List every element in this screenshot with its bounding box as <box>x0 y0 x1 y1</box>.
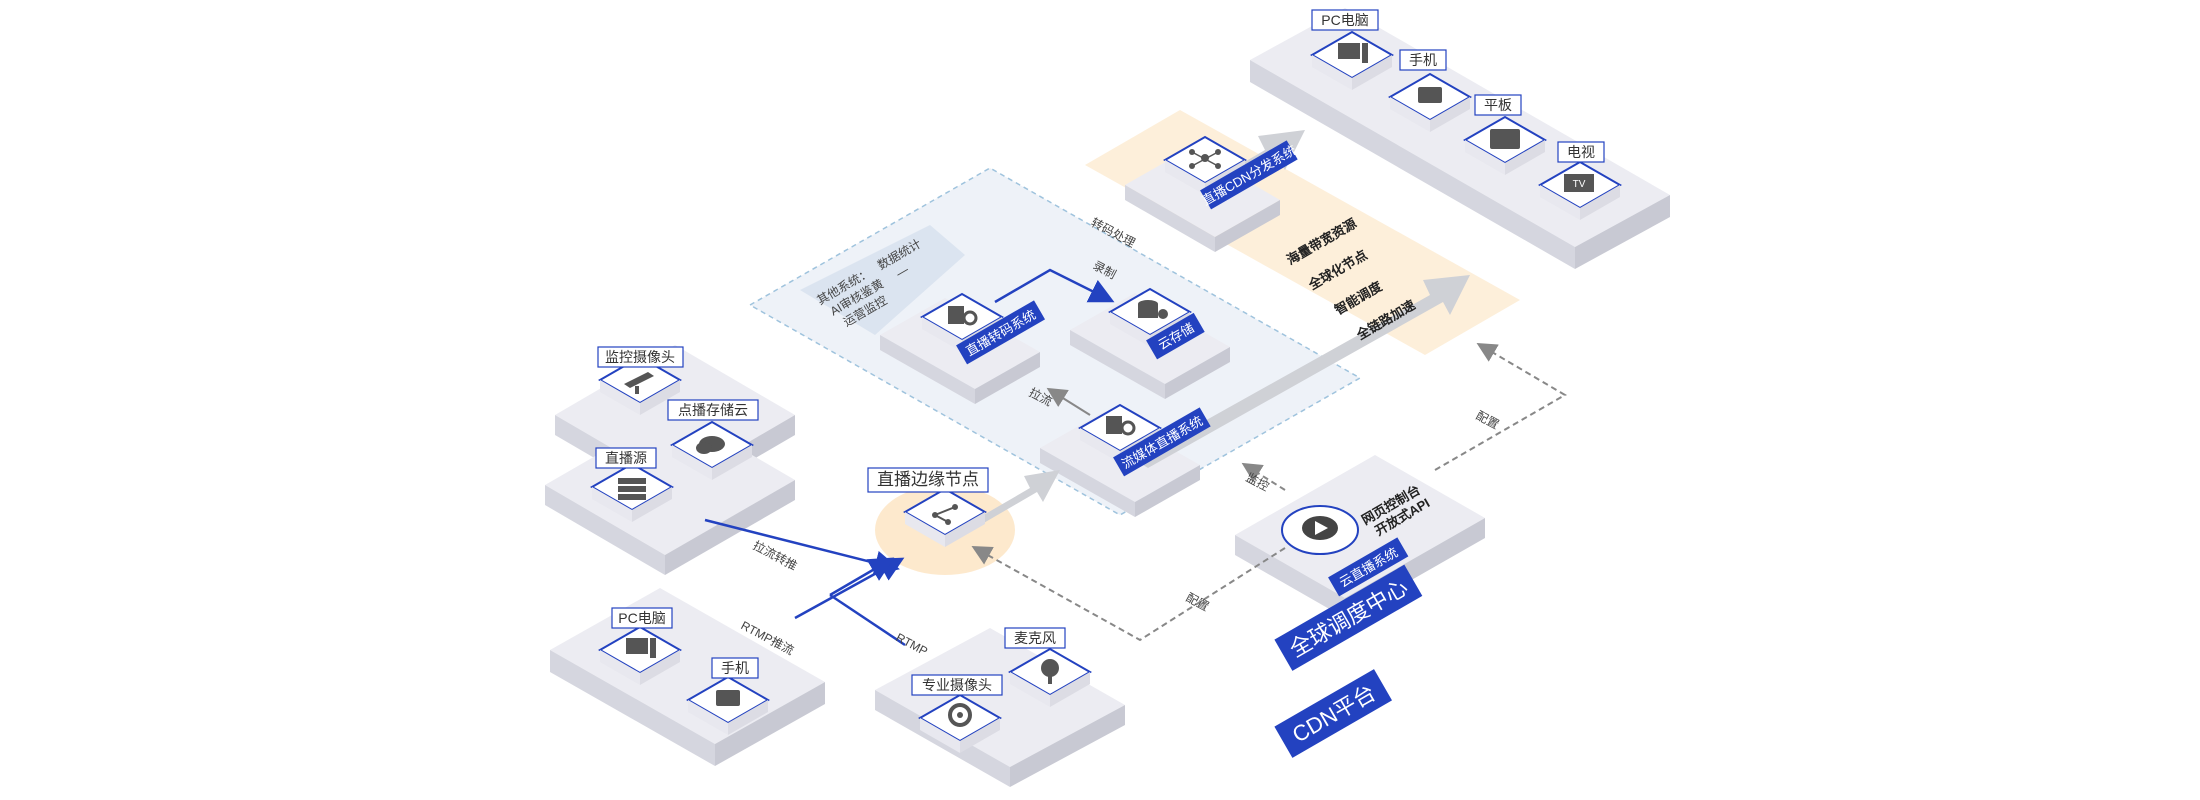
webcam-icon <box>948 703 972 727</box>
desktop-icon <box>626 638 656 658</box>
phone-icon <box>1418 87 1442 103</box>
pro-camera-node[interactable] <box>917 693 1003 753</box>
client-pc-label: PC电脑 <box>1321 12 1368 28</box>
client-tv-label: 电视 <box>1567 144 1595 160</box>
edge-node[interactable] <box>902 487 988 547</box>
cdn-dist-node[interactable] <box>1162 135 1248 195</box>
client-pc-node[interactable] <box>1309 30 1395 90</box>
other-systems-cloud <box>800 225 965 335</box>
camera-icon <box>624 372 654 394</box>
connectors <box>704 268 1567 647</box>
label-boxes: 监控摄像头 点播存储云 直播源 PC电脑 手机 麦克风 专业摄像头 直播边缘节点… <box>595 9 1605 696</box>
monitor-label: 监控 <box>1244 470 1272 494</box>
edge-node-label: 直播边缘节点 <box>877 470 979 489</box>
client-tv-node[interactable]: TV <box>1537 160 1623 220</box>
phone-icon <box>716 690 740 706</box>
play-cloud-icon <box>1302 516 1338 540</box>
database-gear-icon <box>948 306 978 326</box>
monitor-camera-label: 监控摄像头 <box>605 349 675 365</box>
cloud-live-node[interactable] <box>1281 505 1359 555</box>
client-phone-label: 手机 <box>1409 52 1437 68</box>
network-icon <box>1189 149 1221 169</box>
cloud-storage-node[interactable] <box>1107 287 1193 347</box>
client-tablet-node[interactable] <box>1462 115 1548 175</box>
microphone-node[interactable] <box>1007 647 1093 707</box>
live-source-node[interactable] <box>589 462 675 522</box>
config-label-2: 配置 <box>1474 408 1502 432</box>
cloud-icon <box>696 436 725 454</box>
share-icon <box>932 504 958 525</box>
pc-label: PC电脑 <box>618 610 665 626</box>
rtmp-label: RTMP <box>894 630 930 658</box>
tv-icon: TV <box>1564 174 1594 192</box>
client-phone-node[interactable] <box>1387 72 1473 132</box>
tablet-icon <box>1490 129 1520 149</box>
pro-camera-label: 专业摄像头 <box>922 677 992 693</box>
microphone-label: 麦克风 <box>1014 630 1056 646</box>
vod-storage-label: 点播存储云 <box>678 402 748 418</box>
device-platform-left <box>550 588 825 766</box>
phone-label: 手机 <box>721 660 749 676</box>
monitor-camera-node[interactable] <box>597 355 683 415</box>
live-source-label: 直播源 <box>605 450 647 466</box>
database-gear-icon <box>1106 416 1136 436</box>
microphone-icon <box>1041 659 1059 684</box>
desktop-icon <box>1338 43 1368 63</box>
phone-node[interactable] <box>685 675 771 735</box>
server-icon <box>618 478 646 500</box>
pc-node[interactable] <box>597 625 683 685</box>
client-tablet-label: 平板 <box>1484 97 1512 113</box>
vod-storage-node[interactable] <box>669 420 755 480</box>
storage-icon <box>1138 300 1168 319</box>
tv-icon-text: TV <box>1573 179 1586 190</box>
